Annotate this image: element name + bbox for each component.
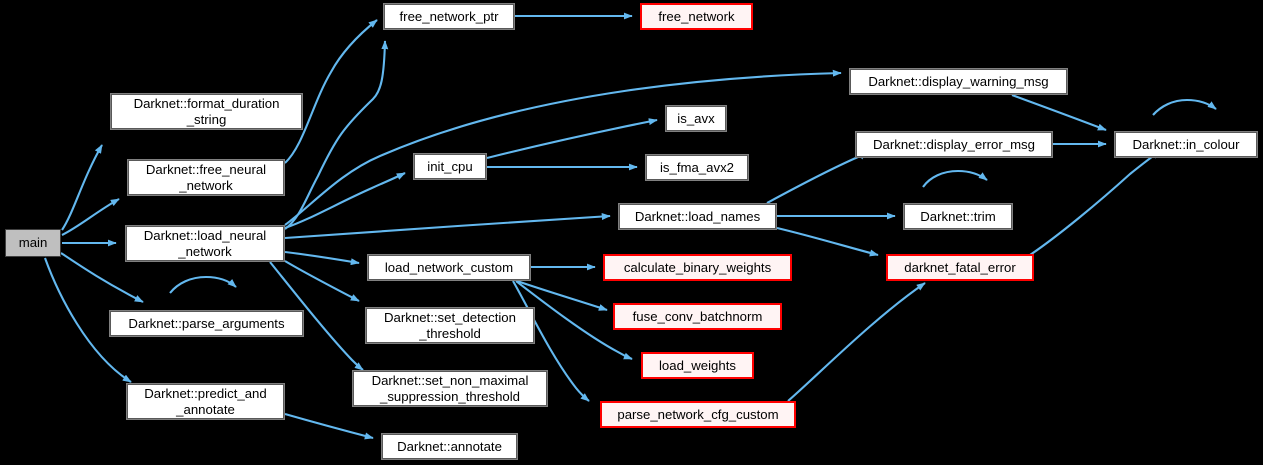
- node-label: Darknet::load_names: [634, 208, 761, 224]
- node-label: main: [18, 235, 48, 251]
- edge-load_names-darknet_fatal_error: [776, 226, 879, 257]
- node-label: Darknet::load_neural _network: [143, 228, 267, 259]
- node-label: Darknet::format_duration _string: [133, 96, 280, 127]
- node-label: is_avx: [677, 110, 715, 126]
- node-load-neural-network[interactable]: Darknet::load_neural _network: [125, 225, 285, 262]
- node-is-avx[interactable]: is_avx: [665, 105, 727, 132]
- node-label: Darknet::in_colour: [1132, 136, 1240, 152]
- node-load-weights[interactable]: load_weights: [641, 352, 754, 379]
- node-parse-network-cfg-custom[interactable]: parse_network_cfg_custom: [600, 401, 796, 428]
- node-predict-and-annotate[interactable]: Darknet::predict_and _annotate: [126, 383, 285, 420]
- edge-free_neural_network-free_network_ptr: [284, 19, 378, 164]
- node-parse-arguments[interactable]: Darknet::parse_arguments: [109, 310, 304, 337]
- edge-load_network_custom-fuse_conv_batchnorm: [516, 280, 608, 311]
- node-label: free_network: [658, 8, 735, 24]
- edge-load_network_custom-load_weights: [515, 280, 633, 360]
- node-label: fuse_conv_batchnorm: [632, 308, 763, 324]
- edge-trim-self: [922, 169, 988, 188]
- node-is-fma-avx2[interactable]: is_fma_avx2: [645, 154, 749, 181]
- node-label: Darknet::display_warning_msg: [868, 73, 1049, 89]
- node-label: Darknet::trim: [920, 208, 996, 224]
- node-format-duration-string[interactable]: Darknet::format_duration _string: [110, 93, 303, 130]
- node-label: free_network_ptr: [399, 8, 499, 24]
- node-label: darknet_fatal_error: [904, 259, 1016, 275]
- edge-load_network_custom-parse_network_cfg_custom: [512, 280, 590, 402]
- node-set-non-maximal-suppression-threshold[interactable]: Darknet::set_non_maximal _suppression_th…: [352, 370, 548, 407]
- node-label: calculate_binary_weights: [623, 259, 772, 275]
- edge-init_cpu-is_avx: [486, 118, 658, 160]
- edge-load_neural_network-init_cpu: [284, 172, 406, 229]
- edge-main-free_neural_network: [61, 198, 120, 236]
- node-label: init_cpu: [427, 158, 473, 174]
- node-display-error-msg[interactable]: Darknet::display_error_msg: [855, 131, 1053, 158]
- node-label: load_weights: [659, 357, 736, 373]
- edge-in_colour-self: [1152, 98, 1217, 116]
- edge-parse_network_cfg_custom-darknet_fatal_error: [787, 282, 926, 402]
- edge-load_neural_network-load_network_custom: [284, 250, 360, 266]
- node-label: Darknet::set_non_maximal _suppression_th…: [371, 373, 529, 404]
- edge-load_names-display_error_msg: [766, 151, 868, 204]
- edge-main-format_duration_string: [61, 144, 103, 231]
- edge-load_neural_network-load_names: [284, 213, 611, 240]
- edge-parse_arguments-self: [169, 275, 237, 294]
- edge-predict_and_annotate-annotate: [284, 412, 374, 440]
- node-label: Darknet::free_neural _network: [145, 162, 267, 193]
- node-label: Darknet::display_error_msg: [873, 136, 1035, 152]
- node-free-neural-network[interactable]: Darknet::free_neural _network: [127, 159, 285, 196]
- node-annotate[interactable]: Darknet::annotate: [381, 433, 518, 460]
- node-in-colour[interactable]: Darknet::in_colour: [1114, 131, 1258, 158]
- node-label: is_fma_avx2: [659, 159, 735, 175]
- node-label: Darknet::parse_arguments: [128, 315, 285, 331]
- node-fuse-conv-batchnorm[interactable]: fuse_conv_batchnorm: [613, 303, 782, 330]
- node-calculate-binary-weights[interactable]: calculate_binary_weights: [603, 254, 792, 281]
- node-trim[interactable]: Darknet::trim: [903, 203, 1013, 230]
- edge-load_neural_network-free_network_ptr: [284, 40, 389, 230]
- node-label: parse_network_cfg_custom: [617, 406, 779, 422]
- edge-darknet_fatal_error-in_colour: [1029, 150, 1161, 256]
- node-set-detection-threshold[interactable]: Darknet::set_detection _threshold: [365, 307, 535, 344]
- node-label: load_network_custom: [384, 259, 514, 275]
- node-free-network-ptr[interactable]: free_network_ptr: [383, 3, 515, 30]
- edge-main-predict_and_annotate: [44, 257, 132, 383]
- edge-load_neural_network-set_detection_threshold: [284, 260, 360, 302]
- edge-display_warning_msg-in_colour: [1011, 94, 1107, 131]
- node-label: Darknet::set_detection _threshold: [384, 310, 516, 341]
- node-init-cpu[interactable]: init_cpu: [413, 153, 487, 180]
- node-darknet-fatal-error[interactable]: darknet_fatal_error: [886, 254, 1034, 281]
- node-free-network[interactable]: free_network: [640, 3, 753, 30]
- edge-load_neural_network-display_warning_msg: [284, 69, 842, 226]
- edge-load_neural_network-set_non_maximal: [269, 261, 364, 371]
- edge-main-parse_arguments: [60, 252, 144, 303]
- node-label: Darknet::predict_and _annotate: [144, 386, 267, 417]
- node-load-network-custom[interactable]: load_network_custom: [367, 254, 531, 281]
- node-load-names[interactable]: Darknet::load_names: [618, 203, 777, 230]
- node-label: Darknet::annotate: [397, 438, 502, 454]
- node-display-warning-msg[interactable]: Darknet::display_warning_msg: [849, 68, 1068, 95]
- node-main[interactable]: main: [5, 229, 61, 257]
